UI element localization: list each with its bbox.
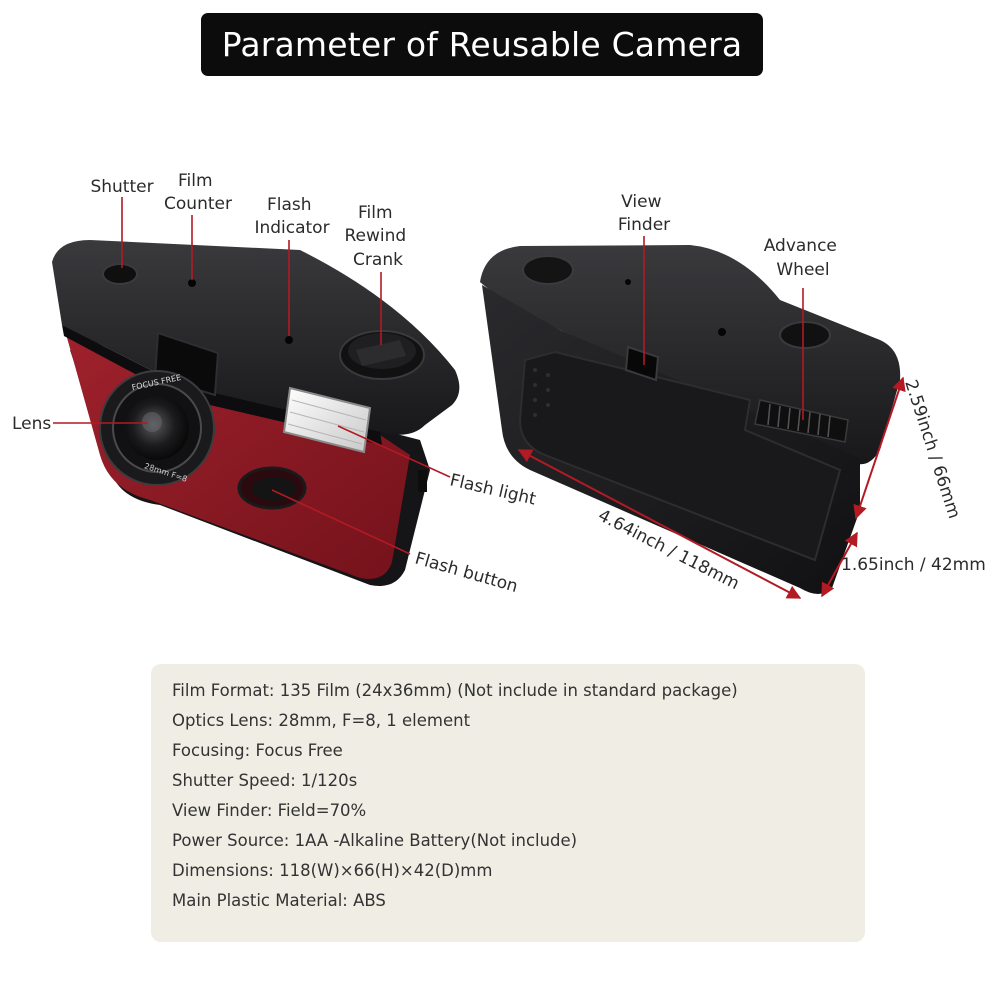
flash-indicator-label-line1: Flash <box>267 195 312 215</box>
width-arrow <box>517 449 802 599</box>
shutter-label: Shutter <box>90 177 153 197</box>
back-viewfinder <box>624 345 660 382</box>
dimension-arrows <box>517 376 906 599</box>
camera-diagram: FOCUS FREE 28mm F=8 <box>12 171 986 599</box>
rewind-crank-label: Film Rewind Crank <box>344 203 411 270</box>
shutter-button <box>102 263 138 285</box>
spec-optics-lens: Optics Lens: 28mm, F=8, 1 element <box>172 711 471 730</box>
flash-light-label: Flash light <box>448 470 538 509</box>
film-counter-label: Film Counter <box>164 171 232 214</box>
height-dimension-label: 2.59inch / 66mm <box>900 377 964 521</box>
spec-film-format: Film Format: 135 Film (24x36mm) (Not inc… <box>172 681 738 700</box>
page-title: Parameter of Reusable Camera <box>221 25 743 64</box>
spec-dimensions: Dimensions: 118(W)×66(H)×42(D)mm <box>172 861 493 880</box>
flash-button-slot <box>237 466 307 510</box>
rewind-crank-label-line1: Film <box>358 203 393 223</box>
advance-wheel-label: Advance Wheel <box>764 236 843 280</box>
film-rewind-crank <box>339 330 425 380</box>
spec-view-finder: View Finder: Field=70% <box>172 801 367 820</box>
film-counter-window <box>188 279 196 287</box>
film-counter-label-line1: Film <box>178 171 213 191</box>
front-camera-top-plate <box>52 240 460 435</box>
spec-shutter-speed: Shutter Speed: 1/120s <box>172 771 358 790</box>
lens-label: Lens <box>12 414 51 434</box>
flash-indicator-light <box>285 336 293 344</box>
camera-lens: FOCUS FREE 28mm F=8 <box>99 370 215 486</box>
back-camera <box>480 245 901 594</box>
flash-button-callout <box>271 489 411 555</box>
advance-wheel-label-line1: Advance <box>764 236 837 256</box>
flash-light-callout <box>337 425 451 478</box>
view-finder-label-line2: Finder <box>618 215 670 235</box>
callout-lines <box>53 197 804 555</box>
spec-panel: Film Format: 135 Film (24x36mm) (Not inc… <box>151 664 865 942</box>
advance-wheel <box>754 399 849 443</box>
view-finder-label: View Finder <box>618 192 670 235</box>
height-arrow <box>853 376 906 520</box>
spec-focusing: Focusing: Focus Free <box>172 741 343 760</box>
rewind-crank-label-line3: Crank <box>353 250 403 270</box>
advance-wheel-label-line2: Wheel <box>776 260 829 280</box>
depth-dimension-label: 1.65inch / 42mm <box>841 555 986 575</box>
rewind-crank-label-line2: Rewind <box>344 226 406 246</box>
film-counter-label-line2: Counter <box>164 194 232 214</box>
back-shutter-button <box>522 255 574 285</box>
depth-arrow <box>821 531 858 598</box>
view-finder-label-line1: View <box>621 192 661 212</box>
title-banner: Parameter of Reusable Camera <box>201 13 763 76</box>
spec-power-source: Power Source: 1AA -Alkaline Battery(Not … <box>172 831 578 850</box>
flash-button-label: Flash button <box>413 549 520 597</box>
flash-indicator-label: Flash Indicator <box>254 195 329 238</box>
front-camera: FOCUS FREE 28mm F=8 <box>52 240 460 586</box>
spec-material: Main Plastic Material: ABS <box>172 891 386 910</box>
flash-indicator-label-line2: Indicator <box>254 218 329 238</box>
